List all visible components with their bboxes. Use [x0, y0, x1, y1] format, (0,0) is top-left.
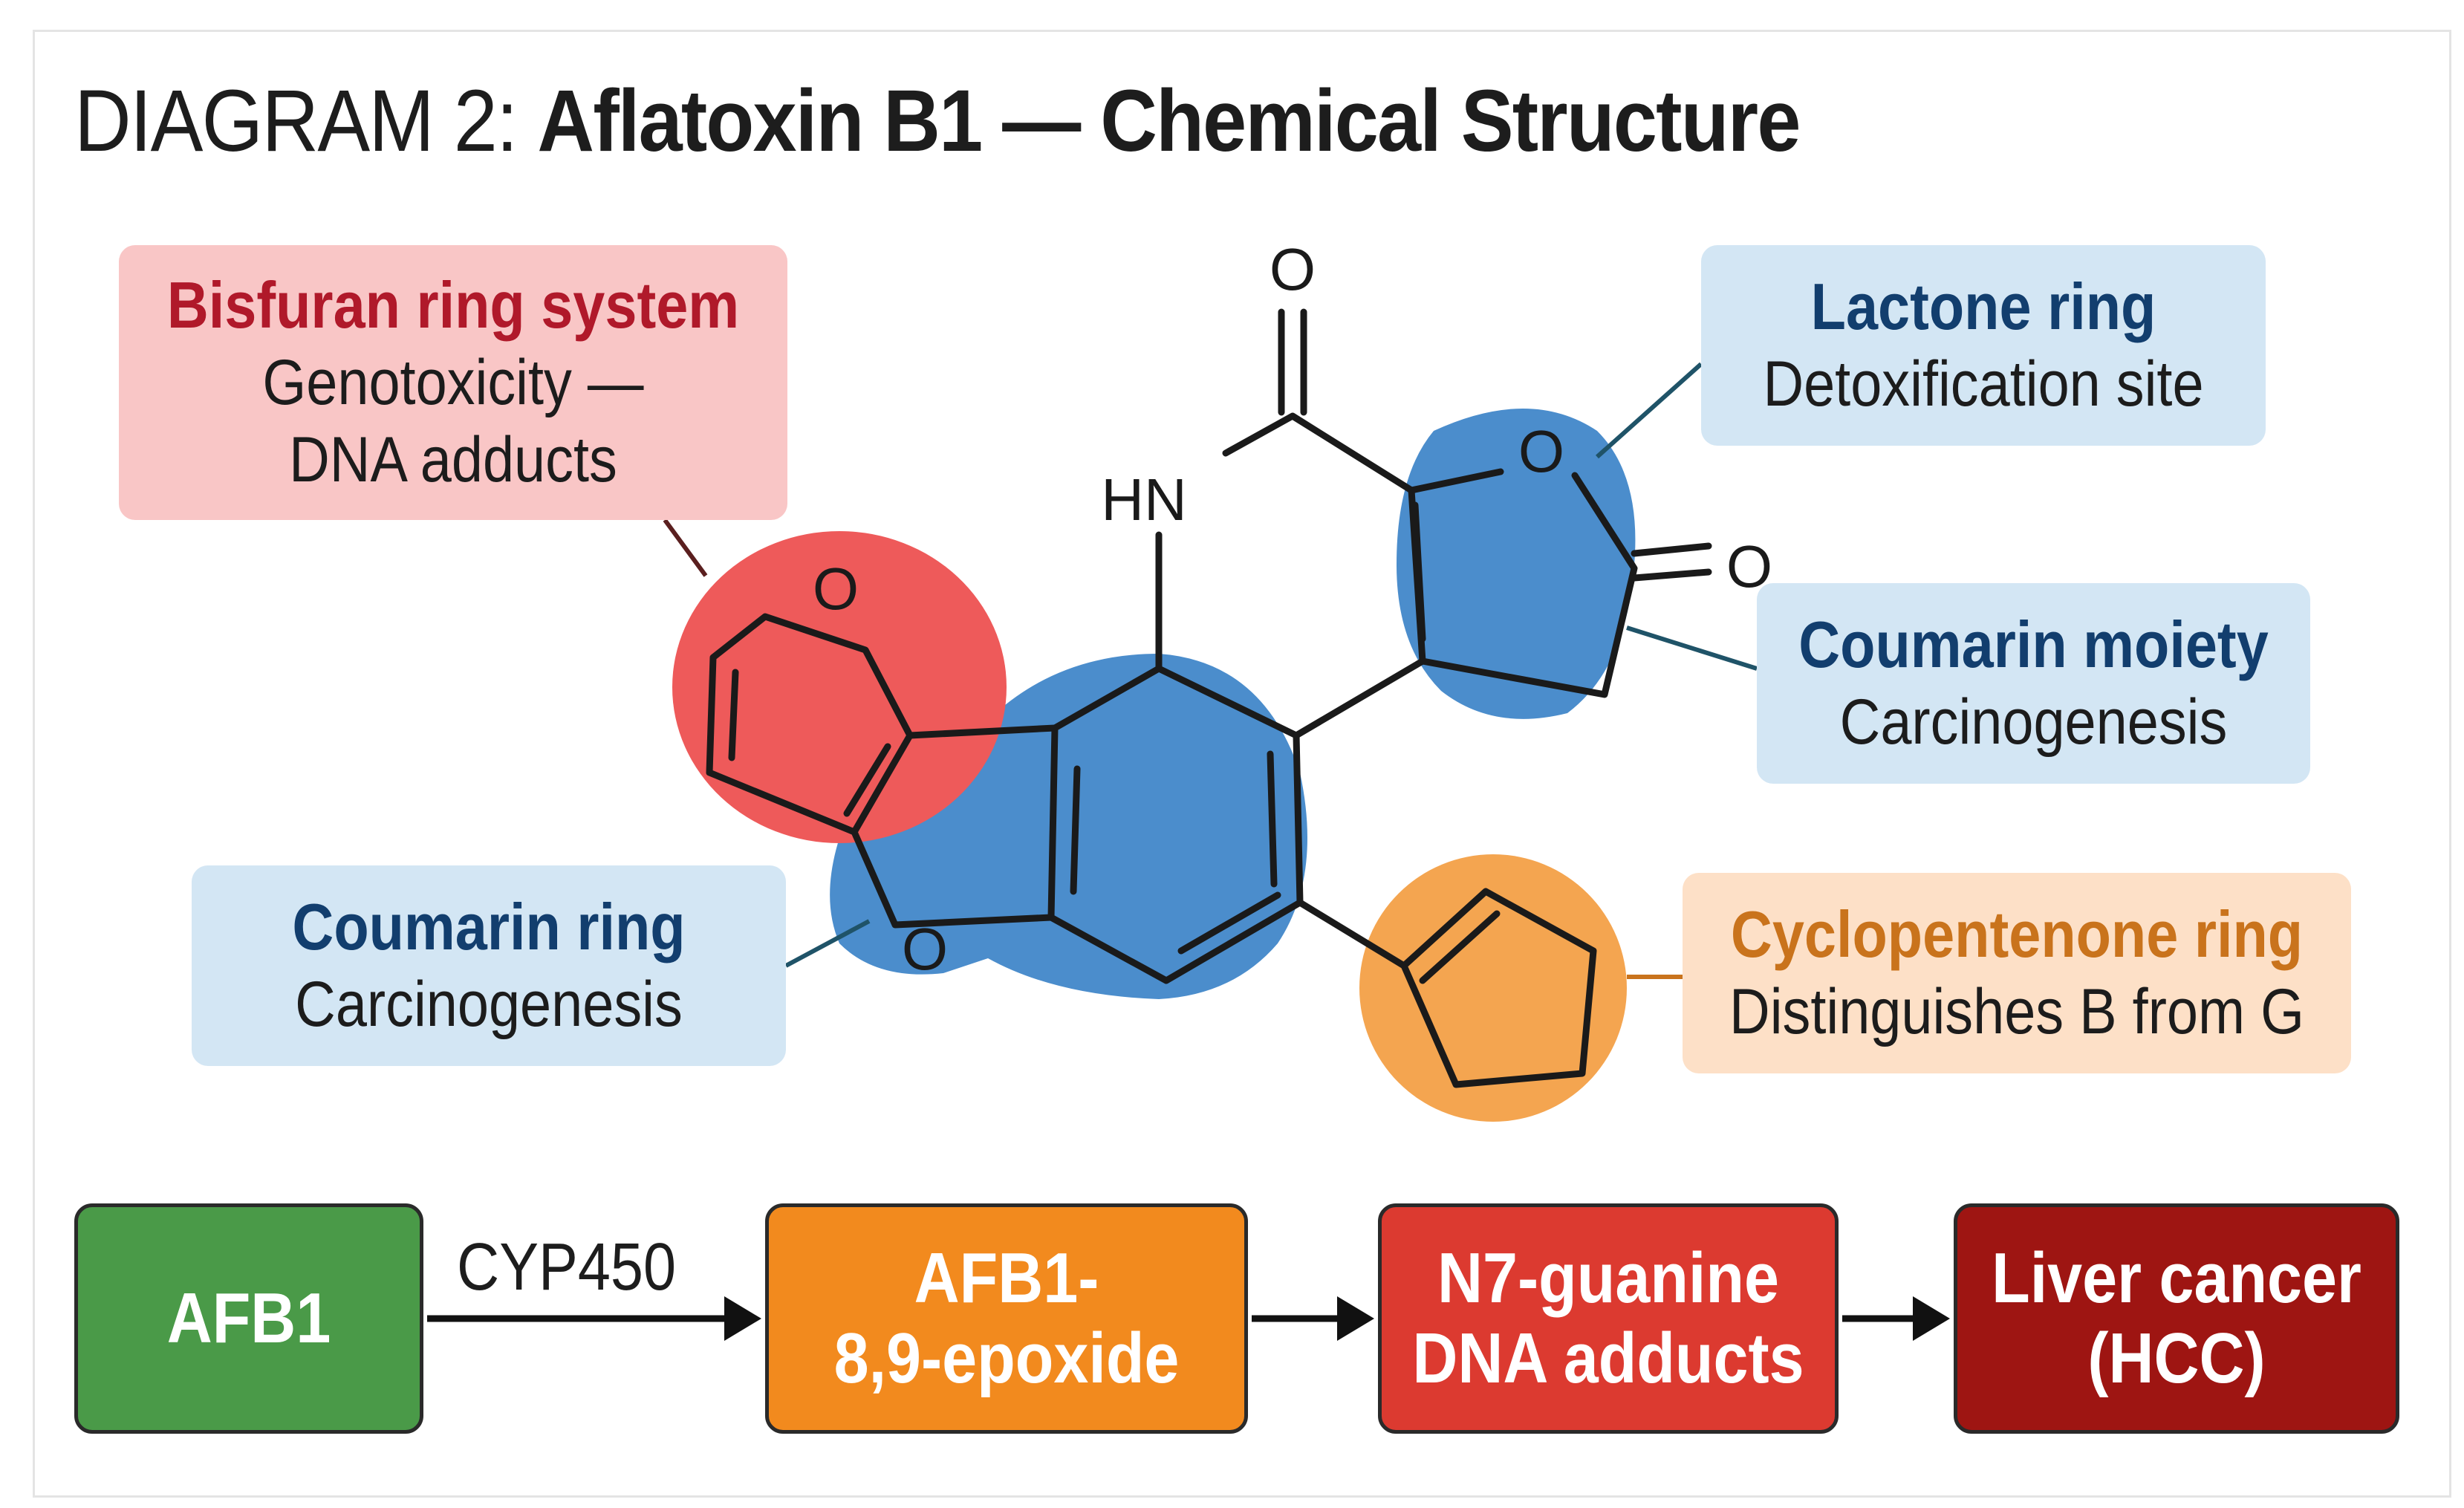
enzyme-label: CYP450	[457, 1230, 676, 1304]
callout-leaders	[663, 362, 1758, 979]
callout-coumarin-moiety: Coumarin moiety Carcinogenesis	[1757, 583, 2310, 784]
pathway-step-liver-cancer: Liver cancer (HCC)	[1954, 1203, 2399, 1434]
ketone-bond-a	[1631, 542, 1712, 557]
arrow-3-head	[1913, 1296, 1950, 1341]
atom-lactone-o: O	[1518, 418, 1564, 484]
atom-nh: HN	[1101, 467, 1187, 533]
cyclopentenone-heading: Cyclopentenone ring	[1730, 897, 2304, 971]
arrow-2-head	[1337, 1296, 1374, 1341]
diagram-title: DIAGRAM 2: Aflatoxin B1 — Chemical Struc…	[74, 71, 1801, 172]
lactone-heading: Lactone ring	[1810, 270, 2156, 343]
lactone-ring	[1408, 468, 1638, 698]
benzene-double-1	[1070, 765, 1081, 895]
cyclo-link	[1296, 899, 1408, 969]
coumarin-ring-leader	[784, 919, 871, 968]
step-3-line1: N7-guanine	[1437, 1238, 1779, 1318]
pathway-arrows	[427, 1296, 1950, 1341]
coumarin-ring-line1: Carcinogenesis	[295, 969, 683, 1040]
atom-carbonyl-o: O	[1270, 236, 1316, 302]
bisfuran-leader	[663, 519, 708, 577]
lactone-leader	[1596, 362, 1703, 459]
cyclopentene-double	[1419, 910, 1501, 984]
bisfuran-line1: Genotoxicity —	[262, 347, 644, 418]
callout-coumarin-ring: Coumarin ring Carcinogenesis	[192, 865, 786, 1066]
ketone-bond-b	[1631, 568, 1712, 582]
arrow-1-head	[724, 1296, 761, 1341]
bisfuran-heading: Bisfuran ring system	[166, 268, 740, 342]
step-1-line1: AFB1	[166, 1278, 331, 1358]
callout-lactone: Lactone ring Detoxification site	[1701, 245, 2266, 446]
central-double	[1411, 501, 1426, 643]
coumarin-moiety-line1: Carcinogenesis	[1839, 686, 2228, 758]
pathway-step-dna-adducts: N7-guanine DNA adducts	[1378, 1203, 1839, 1434]
callout-bisfuran: Bisfuran ring system Genotoxicity — DNA …	[119, 245, 787, 520]
cyclopentenone-highlight	[1359, 854, 1627, 1122]
coumarin-moiety-heading: Coumarin moiety	[1798, 608, 2269, 681]
furan-fusion-double	[843, 743, 891, 817]
benzene-double-3	[1177, 891, 1281, 955]
step-3-line2: DNA adducts	[1412, 1319, 1804, 1398]
title-main: Aflatoxin B1 — Chemical Structure	[537, 72, 1801, 170]
pathway-step-afb1: AFB1	[74, 1203, 423, 1434]
cyclopentenone-line1: Distinguishes B from G	[1729, 976, 2304, 1047]
callout-cyclopentenone: Cyclopentenone ring Distinguishes B from…	[1683, 873, 2351, 1073]
lactone-highlight-region	[1397, 409, 1636, 719]
upper-furan-double	[728, 669, 739, 761]
step-2-line2: 8,9-epoxide	[833, 1319, 1180, 1398]
step-4-line1: Liver cancer	[1992, 1238, 2361, 1318]
bisfuran-highlight	[672, 531, 1007, 843]
cyclopentene-ring	[1400, 888, 1597, 1088]
step-2-line1: AFB1-	[914, 1238, 1099, 1318]
pathway-step-epoxide: AFB1- 8,9-epoxide	[765, 1203, 1248, 1434]
bisfuran-line2: DNA adducts	[289, 424, 617, 495]
upper-furan-ring	[706, 613, 914, 836]
molecule-bonds	[706, 308, 1712, 1088]
atom-furan-o-lower: O	[902, 916, 948, 982]
coumarin-ring-heading: Coumarin ring	[292, 890, 686, 963]
coumarin-moiety-leader	[1626, 625, 1758, 671]
lactone-line1: Detoxification site	[1763, 348, 2204, 420]
atom-furan-o-upper: O	[813, 556, 859, 622]
benzene-double-2	[1267, 750, 1278, 888]
title-prefix: DIAGRAM 2:	[74, 72, 538, 170]
step-4-line2: (HCC)	[2087, 1319, 2266, 1398]
